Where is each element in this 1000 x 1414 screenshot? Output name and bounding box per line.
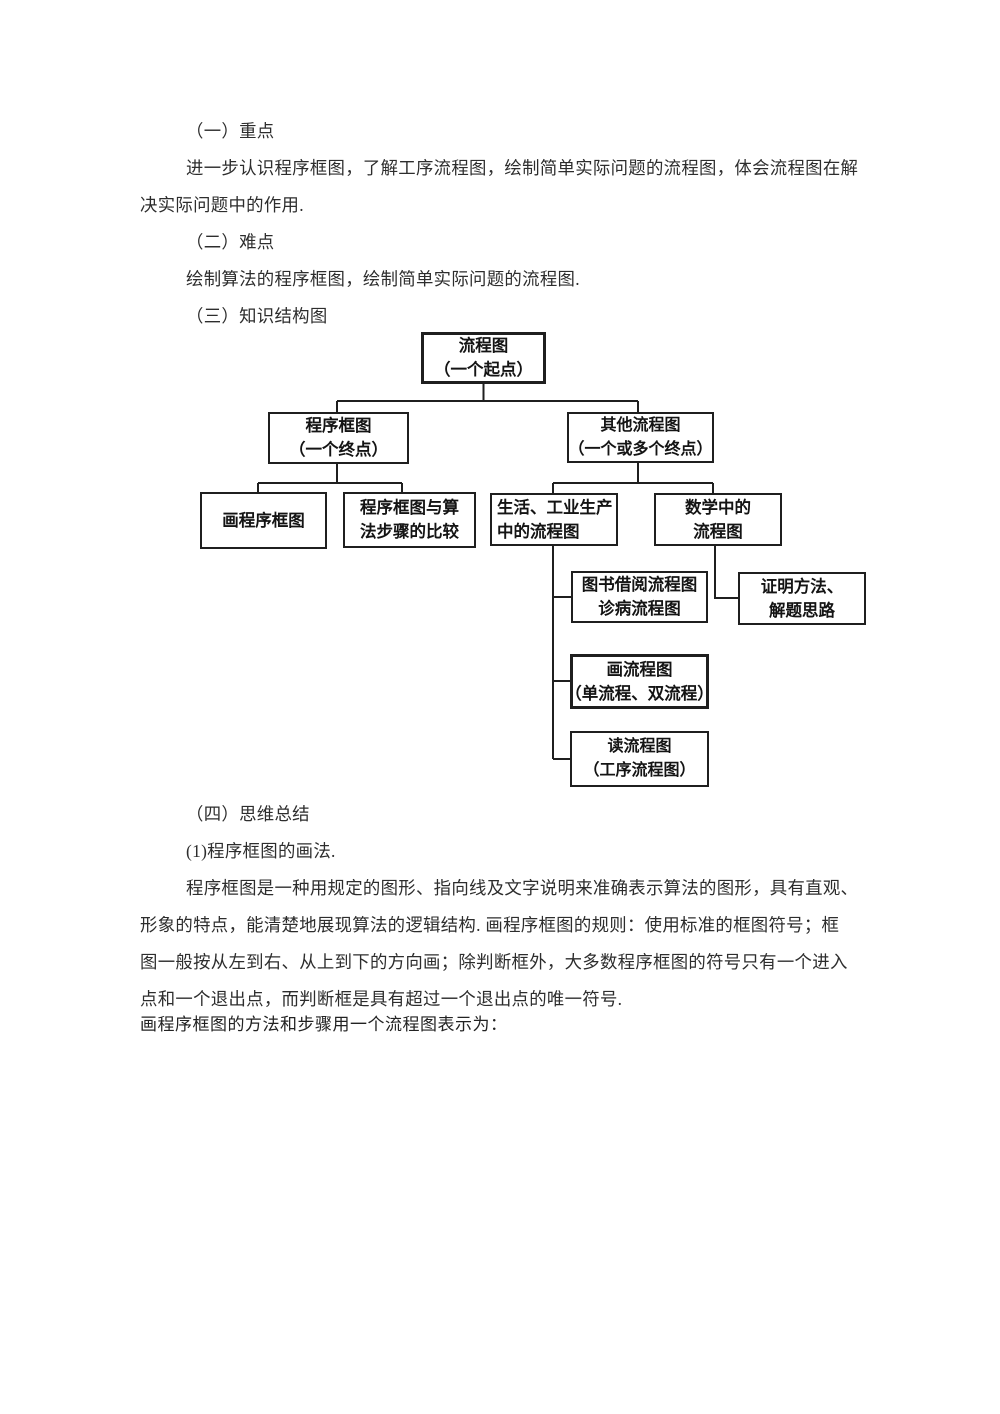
text-line: 程序框图是一种用规定的图形、指向线及文字说明来准确表示算法的图形，具有直观、 — [186, 878, 859, 898]
node-draw-flowchart: 画流程图 （单流程、双流程） — [565, 654, 714, 709]
section-heading-difficulties: （二）难点 — [186, 232, 275, 252]
node-read-flowchart: 读流程图 （工序流程图） — [570, 731, 709, 787]
node-sublabel: 解题思路 — [769, 601, 835, 620]
node-label: 证明方法、 — [760, 577, 844, 596]
node-sublabel: 流程图 — [693, 522, 743, 541]
node-label: 生活、工业生产 — [497, 498, 613, 517]
text-line: 画程序框图的方法和步骤用一个流程图表示为： — [140, 1015, 508, 1034]
text-line: 绘制算法的程序框图，绘制简单实际问题的流程图. — [186, 269, 580, 289]
node-label: 其他流程图 — [600, 416, 681, 434]
text-line: 决实际问题中的作用. — [140, 195, 304, 215]
node-label: 读流程图 — [607, 738, 672, 755]
node-label: 流程图 — [458, 337, 509, 355]
node-other-flowchart: 其他流程图 （一个或多个终点） — [567, 412, 714, 463]
node-life-industry-flowchart: 生活、工业生产 中的流程图 — [490, 493, 618, 546]
node-sublabel: （一个终点） — [289, 441, 388, 459]
text-line: 进一步认识程序框图，了解工序流程图，绘制简单实际问题的流程图，体会流程图在解 — [186, 158, 859, 178]
node-compare-with-algorithm: 程序框图与算 法步骤的比较 — [343, 492, 476, 548]
node-library-diagnosis-flowchart: 图书借阅流程图 诊病流程图 — [571, 571, 708, 623]
section-heading-key-points: （一）重点 — [186, 121, 275, 141]
text-line: 图一般按从左到右、从上到下的方向画；除判断框外，大多数程序框图的符号只有一个进入 — [140, 952, 848, 972]
node-label: 程序框图与算 — [360, 499, 459, 517]
node-math-flowchart: 数学中的 流程图 — [654, 493, 782, 546]
node-program-flowchart: 程序框图 （一个终点） — [268, 412, 409, 464]
node-sublabel: （单流程、双流程） — [565, 684, 714, 703]
text-line: 形象的特点，能清楚地展现算法的逻辑结构. 画程序框图的规则：使用标准的框图符号；… — [140, 915, 840, 935]
node-sublabel: （一个或多个终点） — [568, 440, 713, 458]
node-label: 数学中的 — [685, 498, 751, 517]
node-label: 画程序框图 — [222, 511, 305, 530]
node-draw-program-flowchart: 画程序框图 — [200, 492, 327, 549]
node-label: 程序框图 — [305, 417, 372, 435]
node-sublabel: （工序流程图） — [583, 762, 696, 779]
text-line: 点和一个退出点，而判断框是具有超过一个退出点的唯一符号. — [140, 989, 623, 1009]
node-sublabel: 法步骤的比较 — [360, 523, 459, 541]
node-sublabel: （一个起点） — [434, 361, 533, 379]
section-heading-summary: （四）思维总结 — [186, 804, 310, 824]
section-heading-knowledge-structure: （三）知识结构图 — [186, 306, 328, 326]
node-sublabel: 中的流程图 — [497, 522, 580, 541]
node-label: 图书借阅流程图 — [581, 576, 698, 594]
node-proof-method: 证明方法、 解题思路 — [738, 572, 866, 625]
node-label: 画流程图 — [606, 660, 673, 679]
node-flowchart-root: 流程图 （一个起点） — [421, 332, 546, 384]
subsection-heading: (1)程序框图的画法. — [186, 841, 336, 861]
node-sublabel: 诊病流程图 — [598, 600, 681, 618]
